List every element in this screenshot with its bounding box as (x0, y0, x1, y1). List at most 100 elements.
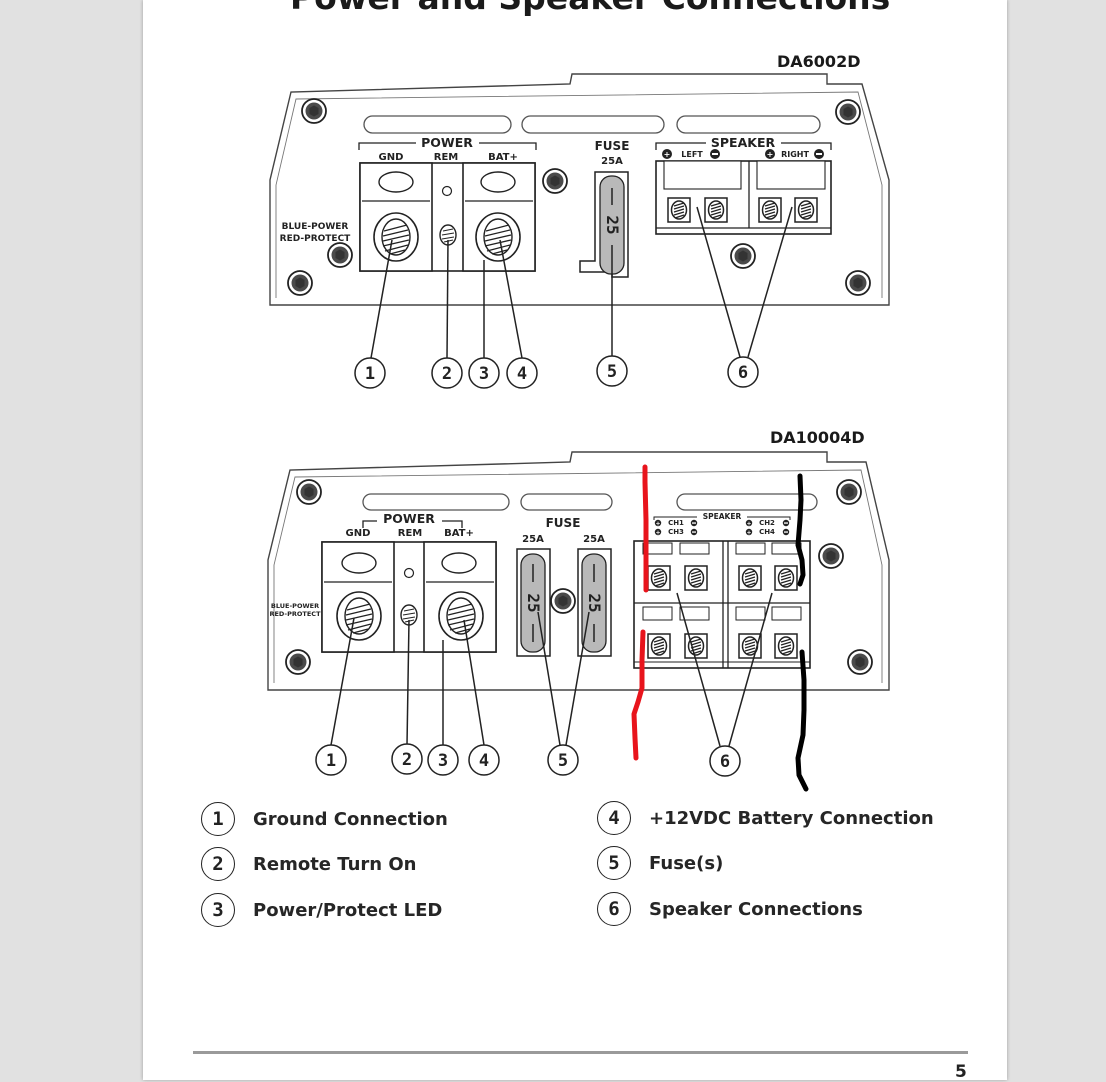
rem-label: REM (398, 528, 423, 539)
fuse-marking: 25 (603, 215, 622, 234)
led-label-line2: RED-PROTECT (269, 610, 321, 618)
legend-number: 6 (597, 892, 631, 926)
callout-6: 6 (738, 363, 748, 383)
fuse-icon (581, 553, 607, 653)
mounting-bolt-icon (836, 479, 862, 505)
mounting-bolt-icon (550, 588, 576, 614)
speaker-ch1-label: CH1 (668, 519, 684, 527)
mounting-bolt-icon (287, 270, 313, 296)
speaker-screw-icon (704, 197, 728, 223)
battery-screw-icon (438, 591, 484, 641)
mounting-bolt-icon (845, 270, 871, 296)
power-label: POWER (421, 135, 473, 150)
amp-da6002d: POWER GND REM BAT+ BLUE-POWER RED-PROTEC… (269, 73, 890, 389)
legend-item-2: 2 Remote Turn On (201, 844, 416, 884)
callout-1: 1 (365, 364, 375, 384)
callout-1: 1 (326, 751, 336, 771)
callout-3: 3 (438, 751, 448, 771)
red-annotation-stroke (631, 629, 646, 761)
speaker-ch4-label: CH4 (759, 528, 775, 536)
led-label-line1: BLUE-POWER (271, 602, 319, 610)
black-annotation-stroke (795, 473, 806, 587)
fuse-heading: FUSE (595, 139, 630, 153)
mounting-bolt-icon (818, 543, 844, 569)
callout-5: 5 (558, 751, 568, 771)
callout-4: 4 (517, 364, 527, 384)
led-label-line1: BLUE-POWER (282, 222, 349, 232)
svg-text:+: + (664, 150, 671, 159)
mounting-bolt-icon (285, 649, 311, 675)
speaker-ch3-label: CH3 (668, 528, 684, 536)
gnd-label: GND (379, 152, 404, 163)
callout-2: 2 (442, 364, 452, 384)
page-number: 5 (955, 1062, 967, 1082)
speaker-right-label: RIGHT (781, 150, 809, 159)
fuse-heading: FUSE (546, 516, 581, 530)
ground-screw-icon (336, 591, 382, 641)
legend-item-6: 6 Speaker Connections (597, 889, 863, 929)
svg-text:+: + (655, 530, 660, 537)
legend-number: 4 (597, 801, 631, 835)
speaker-label: SPEAKER (703, 512, 742, 521)
bat-label: BAT+ (488, 152, 518, 163)
legend-item-5: 5 Fuse(s) (597, 843, 723, 883)
amp-da10004d: POWER GND REM BAT+ BLUE-POWER RED-PROTEC… (267, 451, 890, 792)
model-label-da10004d: DA10004D (770, 428, 865, 447)
svg-text:+: + (767, 150, 774, 159)
callout-6: 6 (720, 752, 730, 772)
legend-label: Remote Turn On (253, 853, 417, 875)
callout-5: 5 (607, 362, 617, 382)
speaker-screw-icon (794, 197, 818, 223)
rem-label: REM (434, 152, 459, 163)
legend-number: 3 (201, 893, 235, 927)
speaker-label: SPEAKER (711, 135, 776, 150)
battery-screw-icon (475, 212, 521, 262)
gnd-label: GND (346, 528, 371, 539)
callout-4: 4 (479, 751, 489, 771)
legend-number: 5 (597, 846, 631, 880)
fuse-marking-1: 25 (524, 593, 543, 612)
mounting-bolt-icon (730, 243, 756, 269)
speaker-left-label: LEFT (681, 150, 703, 159)
ground-screw-icon (373, 212, 419, 262)
legend-label: Fuse(s) (649, 852, 724, 874)
speaker-screw-icon (647, 633, 671, 659)
red-annotation-stroke (642, 464, 649, 593)
legend-number: 1 (201, 802, 235, 836)
callout-2: 2 (402, 750, 412, 770)
speaker-screw-icon (758, 197, 782, 223)
speaker-screw-icon (647, 565, 671, 591)
svg-text:+: + (655, 521, 660, 528)
svg-text:+: + (746, 530, 751, 537)
legend-item-4: 4 +12VDC Battery Connection (597, 798, 934, 838)
legend-item-3: 3 Power/Protect LED (201, 890, 442, 930)
speaker-screw-icon (774, 565, 798, 591)
mounting-bolt-icon (301, 98, 327, 124)
footer-rule (193, 1051, 968, 1054)
speaker-screw-icon (738, 565, 762, 591)
fuse-holder-1: 25 (516, 548, 551, 657)
legend-label: +12VDC Battery Connection (649, 807, 934, 829)
mounting-bolt-icon (542, 168, 568, 194)
legend-item-1: 1 Ground Connection (201, 799, 448, 839)
mounting-bolt-icon (847, 649, 873, 675)
legend-label: Power/Protect LED (253, 899, 443, 921)
speaker-screw-icon (667, 197, 691, 223)
fuse-rating-2: 25A (583, 534, 605, 545)
speaker-screw-icon (684, 633, 708, 659)
model-label-da6002d: DA6002D (777, 52, 861, 71)
fuse-holder-2: 25 (577, 548, 612, 657)
fuse-rating-1: 25A (522, 534, 544, 545)
legend-label: Speaker Connections (649, 898, 863, 920)
speaker-terminal-block (655, 160, 832, 235)
mounting-bolt-icon (296, 479, 322, 505)
callout-3: 3 (479, 364, 489, 384)
speaker-ch2-label: CH2 (759, 519, 775, 527)
svg-text:+: + (746, 521, 751, 528)
fuse-marking-2: 25 (585, 593, 604, 612)
speaker-screw-icon (684, 565, 708, 591)
power-label: POWER (383, 511, 435, 526)
legend-label: Ground Connection (253, 808, 448, 830)
mounting-bolt-icon (327, 242, 353, 268)
black-annotation-stroke (795, 649, 809, 792)
